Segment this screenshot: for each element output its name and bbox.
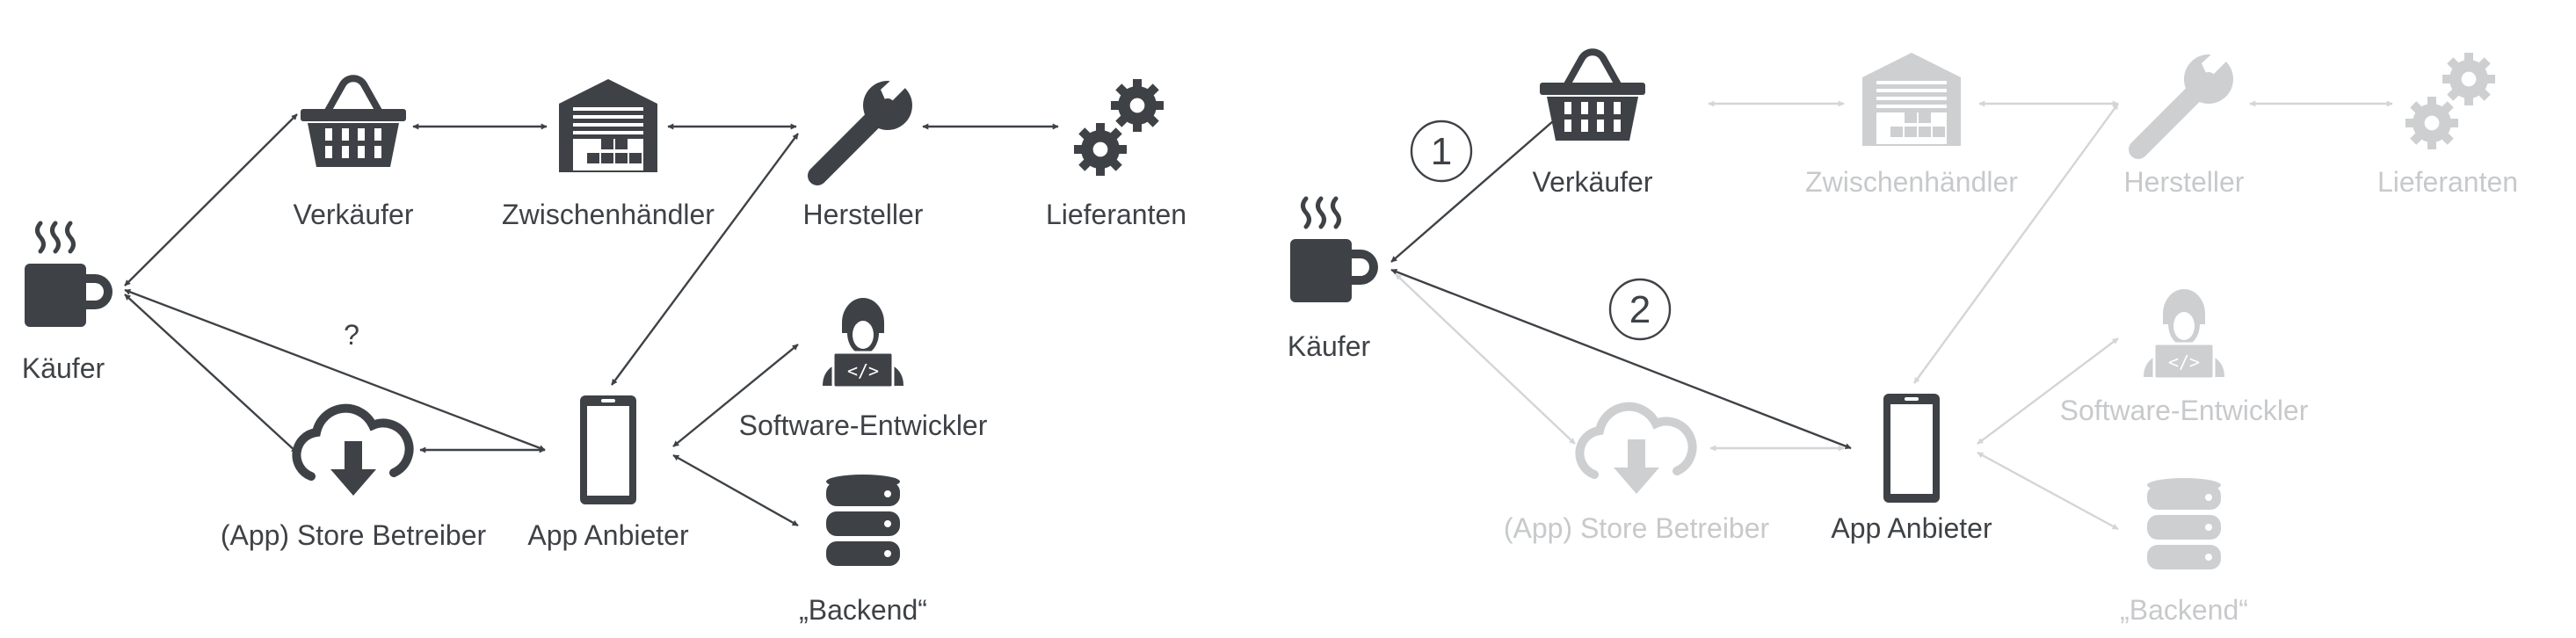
node-store xyxy=(1575,402,1697,494)
node-hersteller-label: Hersteller xyxy=(803,199,924,230)
node-store-label: (App) Store Betreiber xyxy=(221,519,487,551)
shopping-basket-icon xyxy=(301,75,406,167)
step-2-number: 2 xyxy=(1629,288,1651,331)
node-verkaeufer-label: Verkäufer xyxy=(294,199,414,230)
node-anbieter-label: App Anbieter xyxy=(527,519,689,551)
wrench-icon xyxy=(2129,42,2235,159)
node-lieferanten-label: Lieferanten xyxy=(1046,199,1186,230)
shopping-basket-icon xyxy=(1540,48,1645,141)
database-icon xyxy=(826,475,900,566)
step-2-circle xyxy=(1608,278,1672,341)
edge-kaeufer-verkaeufer xyxy=(124,113,298,286)
node-entwickler: </> xyxy=(2144,289,2224,381)
svg-text:</>: </> xyxy=(2168,352,2200,373)
gears-icon xyxy=(1074,79,1164,176)
edge-kaeufer-anbieter xyxy=(1390,268,1852,450)
warehouse-icon xyxy=(1862,53,1961,146)
coffee-cup-icon xyxy=(25,221,112,327)
edge-kaeufer-anbieter xyxy=(124,288,546,452)
node-verkaeufer xyxy=(1540,48,1645,141)
node-kaeufer-label: Käufer xyxy=(22,352,105,384)
node-zwischenhaendler xyxy=(559,79,657,172)
edge-anbieter-entwickler xyxy=(1977,337,2119,445)
node-entwickler-label: Software-Entwickler xyxy=(739,410,988,441)
left-edges: ? xyxy=(124,113,1059,527)
edge-kaeufer-verkaeufer xyxy=(1390,103,1574,263)
developer-icon: </> xyxy=(823,298,903,389)
cup-body xyxy=(1290,239,1352,302)
cloud-download-icon xyxy=(1575,402,1697,494)
edge-anbieter-entwickler xyxy=(672,344,799,447)
node-backend-label: „Backend“ xyxy=(799,594,927,626)
node-hersteller xyxy=(2129,42,2235,159)
cup-body xyxy=(25,264,86,327)
svg-text:</>: </> xyxy=(847,360,879,381)
node-kaeufer xyxy=(1290,196,1378,302)
cloud-download-icon xyxy=(292,403,414,496)
smartphone-icon xyxy=(580,395,636,504)
step-1-number: 1 xyxy=(1431,130,1452,173)
node-lieferanten xyxy=(2405,53,2495,149)
edge-kaeufer-store xyxy=(1395,273,1576,445)
node-entwickler-label: Software-Entwickler xyxy=(2060,395,2309,426)
node-store-label: (App) Store Betreiber xyxy=(1504,512,1770,544)
node-hersteller-label: Hersteller xyxy=(2124,166,2245,198)
wrench-icon xyxy=(808,69,914,185)
node-hersteller xyxy=(808,69,914,185)
right-diagram: Käufer Verkäufer Zwischenhändler Hersteller… xyxy=(1288,42,2518,626)
right-edges: 12 xyxy=(1390,100,2393,531)
edge-hersteller-anbieter xyxy=(1913,103,2119,384)
edge-question-label: ? xyxy=(344,319,359,351)
node-lieferanten-label: Lieferanten xyxy=(2377,166,2518,198)
node-anbieter-label: App Anbieter xyxy=(1831,512,1992,544)
node-entwickler: </> xyxy=(823,298,903,389)
smartphone-icon xyxy=(1883,394,1940,503)
gears-icon xyxy=(2405,53,2495,149)
node-lieferanten xyxy=(1074,79,1164,176)
developer-icon: </> xyxy=(2144,289,2224,381)
coffee-cup-icon xyxy=(1290,196,1378,302)
node-backend-label: „Backend“ xyxy=(2120,594,2248,626)
left-diagram: Käufer Verkäufer Zwischenhändler Hersteller… xyxy=(22,69,1186,626)
step-1-circle xyxy=(1410,120,1473,183)
node-backend xyxy=(826,475,900,566)
node-anbieter xyxy=(580,395,636,504)
node-kaeufer-label: Käufer xyxy=(1288,330,1371,362)
database-icon xyxy=(2147,478,2221,569)
node-zwischenhaendler xyxy=(1862,53,1961,146)
node-zwischenhaendler-label: Zwischenhändler xyxy=(502,199,715,230)
node-verkaeufer-label: Verkäufer xyxy=(1533,166,1653,198)
node-store xyxy=(292,403,414,496)
node-zwischenhaendler-label: Zwischenhändler xyxy=(1805,166,2018,198)
node-verkaeufer xyxy=(301,75,406,167)
edges-layer: ?12 xyxy=(124,100,2393,531)
edge-anbieter-backend xyxy=(672,453,799,527)
edge-kaeufer-store xyxy=(124,294,298,453)
node-kaeufer xyxy=(25,221,112,327)
node-backend xyxy=(2147,478,2221,569)
edge-anbieter-backend xyxy=(1977,451,2119,531)
warehouse-icon xyxy=(559,79,657,172)
edge-hersteller-anbieter xyxy=(611,133,799,386)
node-anbieter xyxy=(1883,394,1940,503)
